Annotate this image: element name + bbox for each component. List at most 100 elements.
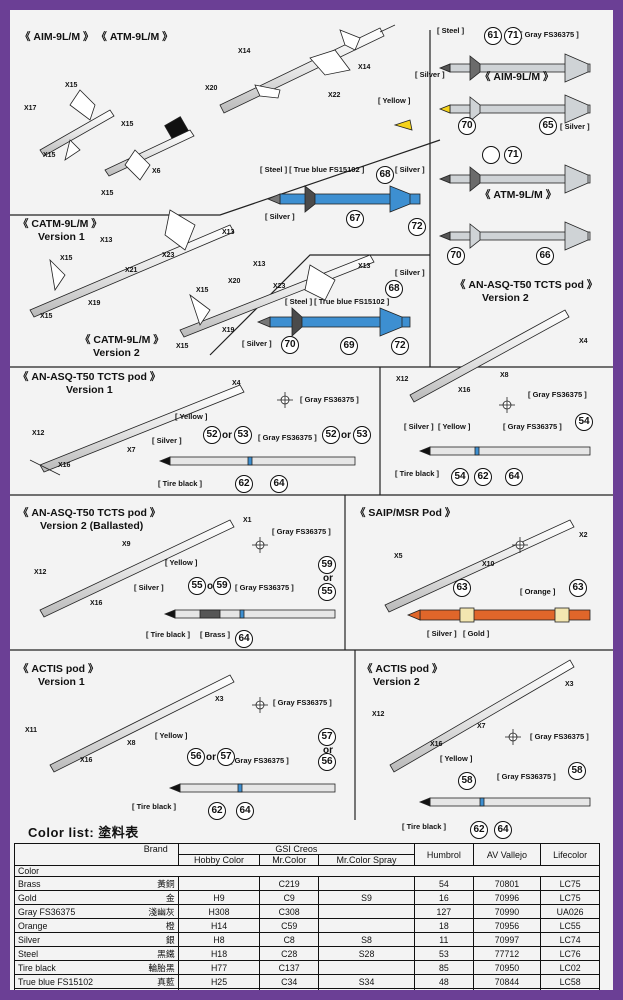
tcts-v2-diagram (409, 309, 591, 456)
part-x13-c: X13 (253, 261, 266, 268)
callout-59-b: 59 (213, 577, 231, 595)
callout-62-d: 62 (470, 821, 488, 839)
callout-53-b: 53 (353, 426, 371, 444)
part-x15-b: X15 (121, 121, 134, 128)
part-x15: X15 (65, 82, 78, 89)
mrcolor-code: C9 (259, 890, 320, 905)
label-tire-black-2: [ Tire black ] (395, 469, 440, 478)
part-x12-b: X12 (396, 376, 409, 383)
or-text-c: or (323, 573, 333, 584)
label-tire-black-5: [ Tire black ] (402, 822, 447, 831)
part-x17: X17 (24, 105, 37, 112)
part-x15-d: X15 (101, 190, 114, 197)
aim9-atm9-title: 《 AIM-9L/M 》 《 ATM-9L/M 》 (20, 31, 173, 43)
callout-54-b: 54 (451, 468, 469, 486)
actis-v2-subtitle: Version 2 (373, 676, 420, 688)
color-name: Tire black (14, 960, 132, 975)
header-mrcolor: Mr.Color (259, 854, 320, 866)
label-silver-3: [ Silver ] (395, 165, 425, 174)
catm-v1-diagram (29, 209, 235, 318)
label-tire-black: [ Tire black ] (158, 479, 203, 488)
catm-v2-title: 《 CATM-9L/M 》 (80, 334, 164, 346)
lifecolor-code: LC58 (540, 974, 600, 989)
or-text-d: or (207, 581, 217, 592)
spray-code (318, 876, 415, 891)
callout-57-b: 57 (217, 748, 235, 766)
part-x4: X4 (232, 380, 241, 387)
tcts-ballasted-subtitle: Version 2 (Ballasted) (40, 520, 144, 532)
callout-56: 56 (318, 753, 336, 771)
callout-54: 54 (575, 413, 593, 431)
tcts-v2-right-title: 《 AN-ASQ-T50 TCTS pod 》 (455, 279, 598, 291)
callout-64: 64 (270, 475, 288, 493)
hobby-code: H4 (177, 988, 261, 990)
part-x7-b: X7 (477, 723, 486, 730)
label-gray-11: [ Gray FS36375 ] (497, 772, 556, 781)
label-silver-10: [ Silver ] (427, 629, 457, 638)
mrcolor-code: C34 (259, 974, 320, 989)
part-x14: X14 (238, 48, 251, 55)
part-x2: X2 (579, 532, 588, 539)
part-x22: X22 (328, 92, 341, 99)
part-x3: X3 (215, 696, 224, 703)
saip-diagram (384, 519, 591, 623)
part-x12-c: X12 (34, 569, 47, 576)
spray-code (318, 904, 415, 919)
label-silver-5: [ Silver ] (395, 268, 425, 277)
color-name-cn: 淺幽灰 (131, 904, 179, 919)
spray-code: S28 (318, 946, 415, 961)
spray-code: S34 (318, 974, 415, 989)
hobby-code: H25 (177, 974, 261, 989)
fin-cross-icons (252, 392, 528, 745)
or-text: or (222, 430, 232, 441)
callout-65: 65 (539, 117, 557, 135)
mrcolor-code: C28 (259, 946, 320, 961)
spray-code: S4 (318, 988, 415, 990)
color-row: Yellow黃H4C4S46970953LC53 (14, 988, 600, 990)
callout-70-b: 70 (447, 247, 465, 265)
header-brand: Brand (14, 843, 179, 866)
mrcolor-code: C8 (259, 932, 320, 947)
label-yellow-4: [ Yellow ] (165, 558, 198, 567)
callout-68: 68 (376, 166, 394, 184)
callout-59: 59 (318, 556, 336, 574)
part-x16: X16 (58, 462, 71, 469)
or-text-b: or (341, 430, 351, 441)
callout-62: 62 (235, 475, 253, 493)
part-x14-b: X14 (358, 64, 371, 71)
aim9-color-missiles (393, 53, 591, 251)
callout-58: 58 (458, 772, 476, 790)
header-gsi: GSI Creos (177, 843, 415, 855)
callout-52: 52 (203, 426, 221, 444)
part-x16-d: X16 (80, 757, 93, 764)
label-gold: [ Gold ] (463, 629, 490, 638)
color-name-cn: 真藍 (131, 974, 179, 989)
part-x19-b: X19 (222, 327, 235, 334)
label-yellow-2: [ Yellow ] (175, 412, 208, 421)
actis-v2-diagram (389, 659, 591, 807)
tcts-v2-right-subtitle: Version 2 (482, 292, 529, 304)
lifecolor-code: LC76 (540, 946, 600, 961)
part-x4-b: X4 (579, 338, 588, 345)
lifecolor-code: LC75 (540, 876, 600, 891)
color-name-cn: 黑鐵 (131, 946, 179, 961)
label-gray-5: [ Gray FS36375 ] (503, 422, 562, 431)
label-silver: [ Silver ] (415, 70, 445, 79)
aim9-exploded-left (39, 89, 195, 181)
color-name: Orange (14, 918, 132, 933)
humbrol-code: 16 (413, 890, 474, 905)
label-gray-4: [ Gray FS36375 ] (528, 390, 587, 399)
part-x15-e: X15 (60, 255, 73, 262)
actis-v1-diagram (49, 674, 336, 793)
hobby-code: H8 (177, 932, 261, 947)
spray-code: S9 (318, 890, 415, 905)
color-list-title: Color list: 塗料表 (28, 825, 139, 840)
vallejo-code: 70801 (472, 876, 542, 891)
vallejo-code: 77712 (472, 946, 542, 961)
part-x15-f: X15 (40, 313, 53, 320)
humbrol-code: 85 (413, 960, 474, 975)
color-name: Brass (14, 876, 132, 891)
callout-62-c: 62 (208, 802, 226, 820)
